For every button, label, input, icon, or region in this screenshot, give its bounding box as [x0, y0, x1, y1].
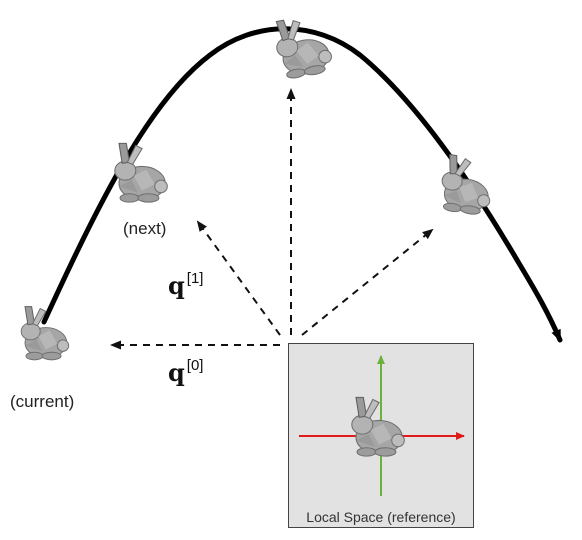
local-space-axes: [299, 355, 465, 496]
trajectory-curve: [41, 26, 563, 343]
q0-index: [0]: [186, 357, 204, 374]
next-label: (next): [123, 219, 167, 238]
q1-symbol: q: [168, 271, 185, 300]
local-space-caption: Local Space (reference): [306, 509, 456, 525]
bunny-icon-next: [114, 142, 168, 203]
q0-label: q[0]: [168, 357, 203, 387]
bunny-icon-top: [271, 12, 335, 81]
local-space-panel: Local Space (reference): [288, 343, 474, 528]
right-arrow: [301, 228, 434, 336]
current-label: (current): [10, 392, 75, 411]
q1-index: [1]: [186, 270, 204, 287]
q0-symbol: q: [168, 358, 185, 387]
q1-label: q[1]: [168, 270, 203, 300]
q1-arrow: [196, 220, 281, 336]
bunny-icon-reference: [351, 396, 405, 457]
